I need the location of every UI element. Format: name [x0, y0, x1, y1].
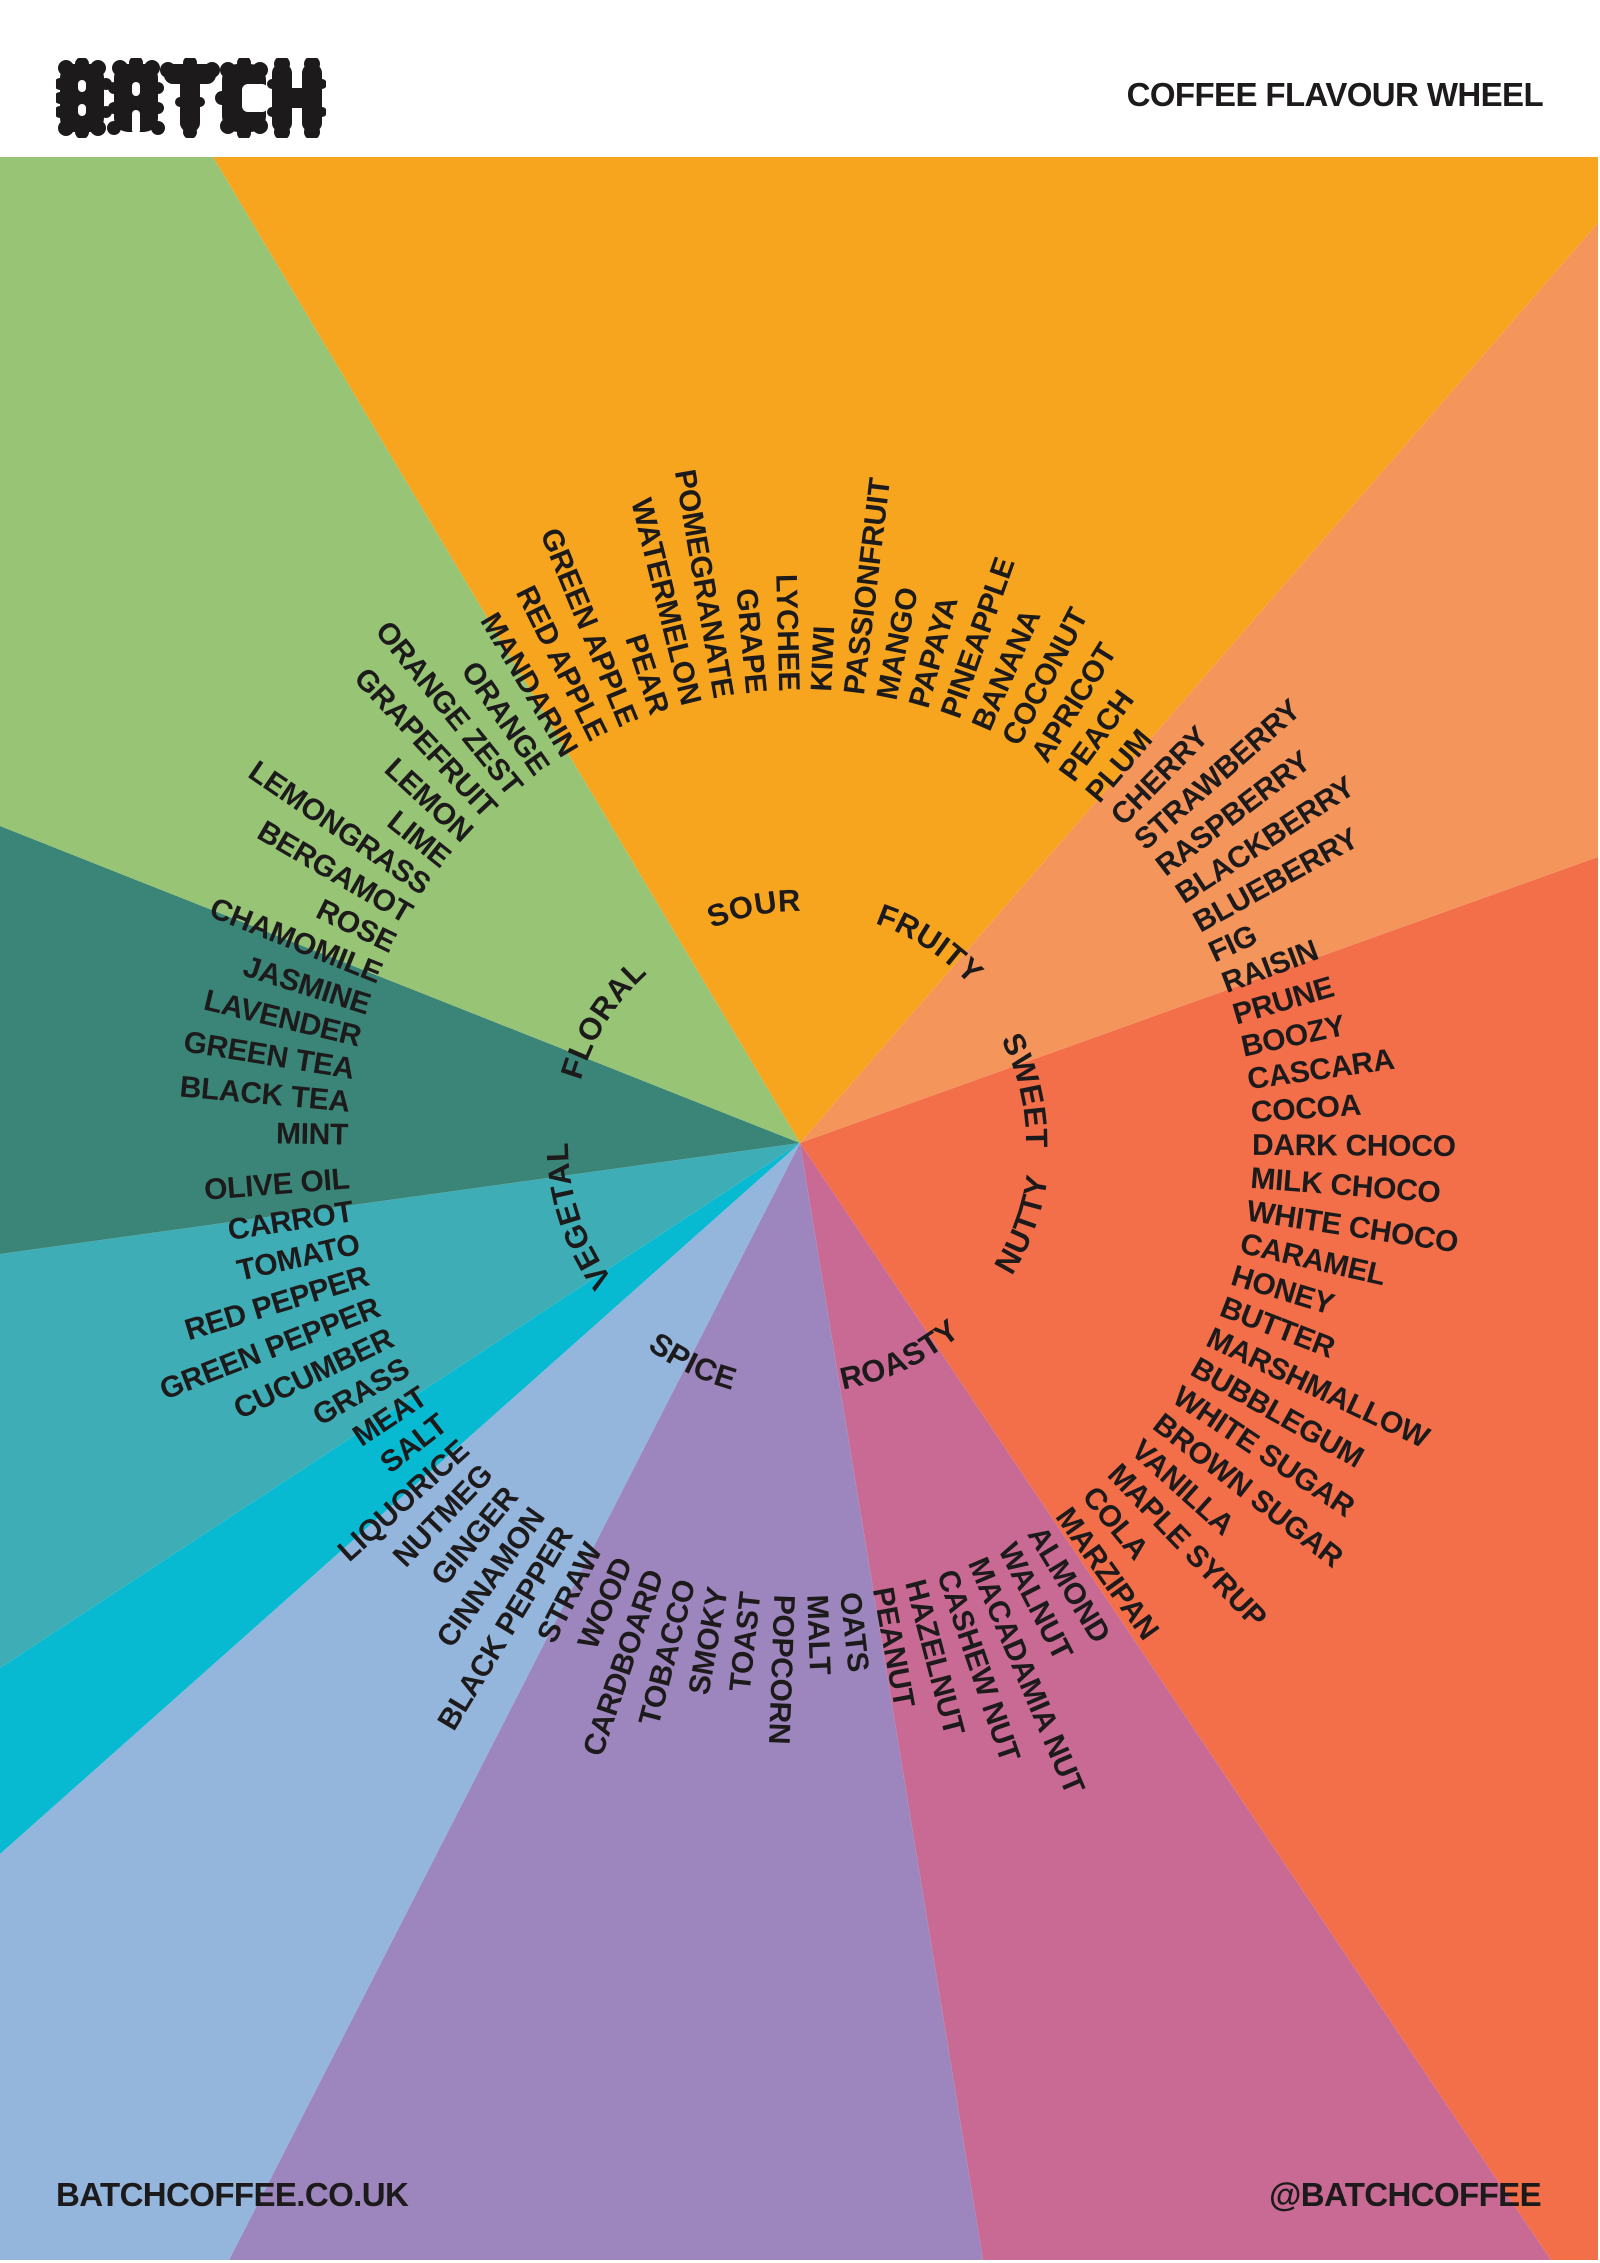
flavour-label-kiwi: KIWI [805, 625, 841, 692]
sector-purple [229, 1143, 983, 2260]
sector-cyan [0, 1143, 800, 1854]
sector-orange [213, 157, 1598, 1143]
flavour-label-cocoa: COCOA [1250, 1089, 1362, 1129]
flavour-label-dark-choco: DARK CHOCO [1252, 1129, 1456, 1163]
sector-red-orange [800, 857, 1598, 2260]
batch-logo-icon [56, 58, 326, 138]
flavour-label-popcorn: POPCORN [762, 1594, 800, 1745]
sector-green [0, 157, 800, 1143]
page-title: COFFEE FLAVOUR WHEEL [1126, 76, 1544, 113]
sector-teal [0, 1143, 800, 1668]
website-link[interactable]: BATCHCOFFEE.CO.UK [56, 2176, 409, 2213]
sector-light-blue [0, 1143, 800, 2260]
sector-dark-teal [0, 826, 800, 1254]
social-handle-link[interactable]: @BATCHCOFFEE [1269, 2176, 1541, 2213]
sector-light-orange [800, 223, 1598, 1143]
flavour-label-mint: MINT [276, 1117, 349, 1151]
header: COFFEE FLAVOUR WHEEL [0, 0, 1600, 157]
flavour-label-malt: MALT [800, 1594, 836, 1675]
wheel-sectors [0, 157, 1598, 2260]
flavour-label-lychee: LYCHEE [769, 574, 805, 692]
batch-logo[interactable] [56, 58, 326, 138]
sector-pink [800, 1143, 1551, 2260]
